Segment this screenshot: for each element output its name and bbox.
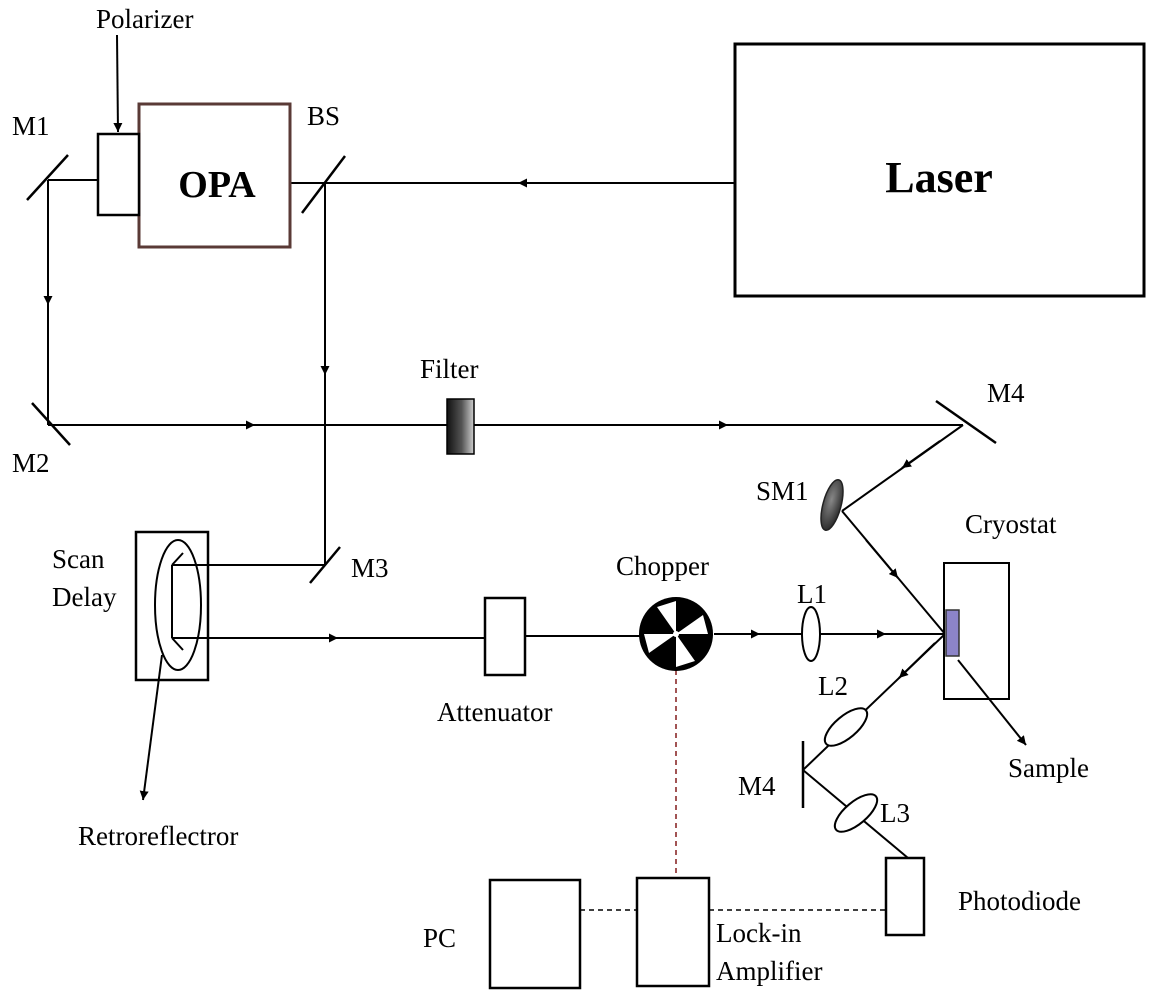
m2-mirror xyxy=(31,402,71,446)
pc: PC xyxy=(423,878,582,990)
scan-label: Scan xyxy=(52,544,105,574)
polarizer-pointer xyxy=(113,34,123,133)
mirror-m1: M1 xyxy=(12,111,69,201)
sm1-label: SM1 xyxy=(756,476,809,506)
laser: Laser xyxy=(733,42,1146,298)
lockin-box xyxy=(635,876,711,988)
pc-label: PC xyxy=(423,923,456,953)
bs-label: BS xyxy=(307,101,340,131)
mirror-m3: M3 xyxy=(309,546,389,584)
bs-mirror xyxy=(301,155,346,214)
retroreflector-pointer xyxy=(139,654,163,801)
lockin-label-line1: Lock-in xyxy=(716,918,802,948)
sample-label: Sample xyxy=(1008,753,1089,783)
attenuator: Attenuator xyxy=(437,596,552,727)
l3-element xyxy=(833,793,879,833)
m1-label: M1 xyxy=(12,111,50,141)
sample-element xyxy=(945,609,960,657)
scan-delay-box xyxy=(134,530,210,682)
lens-l3: L3 xyxy=(833,793,910,833)
retroreflector-element xyxy=(154,539,202,671)
retroreflector-label: Retroreflectror xyxy=(78,821,238,851)
photodiode-box xyxy=(884,856,926,937)
lens-l1: L1 xyxy=(797,579,827,662)
m4-bottom-label: M4 xyxy=(738,771,776,801)
beam-splitter: BS xyxy=(301,101,346,214)
filter-label: Filter xyxy=(420,354,479,384)
chopper: Chopper xyxy=(616,551,713,671)
cryostat-label: Cryostat xyxy=(965,509,1057,539)
signal-lines xyxy=(580,670,886,911)
polarizer-label: Polarizer xyxy=(96,4,193,34)
l2-label: L2 xyxy=(818,671,848,701)
l2-element xyxy=(823,707,869,747)
cryostat: Cryostat Sample xyxy=(943,509,1089,783)
scan-delay: Scan Delay Retroreflectror xyxy=(52,530,238,851)
filter-element xyxy=(446,398,475,455)
lens-l2: L2 xyxy=(818,671,869,747)
m1-mirror xyxy=(26,154,69,201)
pc-box xyxy=(488,878,582,990)
laser-label: Laser xyxy=(885,153,993,202)
opa-label: OPA xyxy=(178,164,256,206)
chopper-slots xyxy=(644,601,708,667)
l1-element xyxy=(801,606,821,662)
m2-label: M2 xyxy=(12,448,50,478)
m3-mirror xyxy=(309,546,341,584)
polarizer-box xyxy=(96,132,141,217)
sm1-mirror xyxy=(820,479,844,531)
laser-box xyxy=(733,42,1146,298)
attenuator-box xyxy=(483,596,527,677)
delay-label: Delay xyxy=(52,582,117,612)
photodiode-label: Photodiode xyxy=(958,886,1081,916)
mirror-m4-bottom: M4 xyxy=(738,741,805,808)
l1-label: L1 xyxy=(797,579,827,609)
mirror-m2: M2 xyxy=(12,402,71,478)
chopper-label: Chopper xyxy=(616,551,709,581)
sample-pointer xyxy=(957,659,1027,746)
polarizer: Polarizer xyxy=(96,4,193,217)
photodiode: Photodiode xyxy=(884,856,1081,937)
m4-top-label: M4 xyxy=(987,378,1025,408)
opa: OPA xyxy=(137,102,292,249)
attenuator-label: Attenuator xyxy=(437,697,552,727)
m3-label: M3 xyxy=(351,553,389,583)
beam-paths xyxy=(43,178,964,859)
filter: Filter xyxy=(420,354,479,455)
lockin-label-line2: Amplifier xyxy=(716,956,822,986)
m4-top-mirror xyxy=(935,399,997,445)
lockin-amplifier: Lock-in Amplifier xyxy=(635,876,822,988)
l3-label: L3 xyxy=(880,798,910,828)
spherical-mirror-sm1: SM1 xyxy=(756,476,844,531)
mirror-m4-top: M4 xyxy=(935,378,1025,445)
